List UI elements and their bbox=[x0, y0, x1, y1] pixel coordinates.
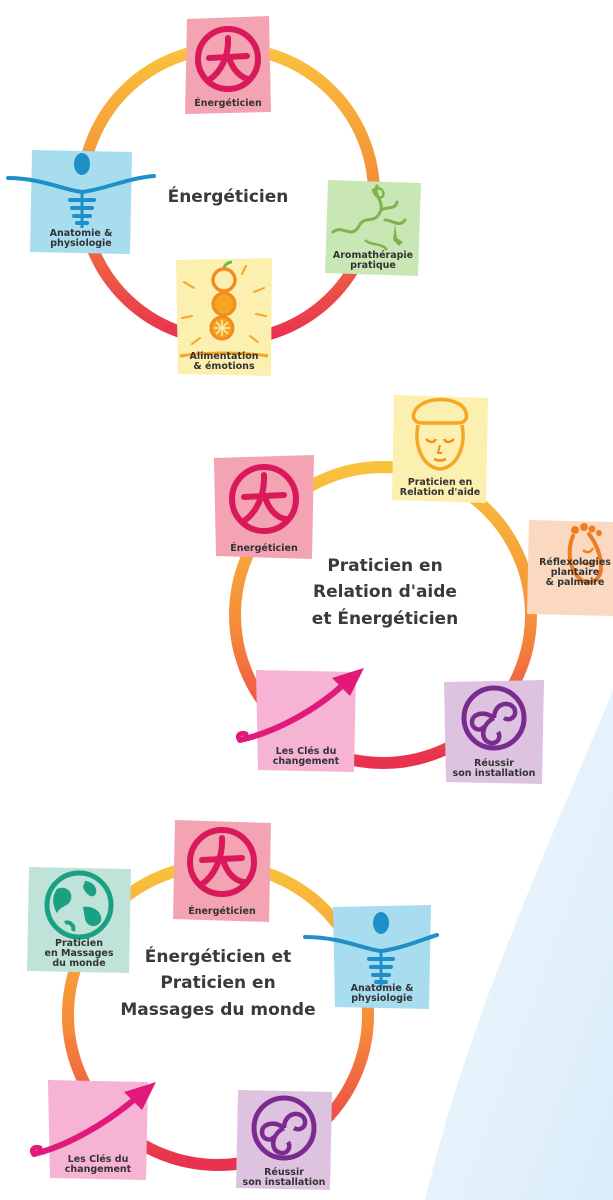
cycle-title-line: Massages du monde bbox=[120, 999, 316, 1020]
module-label: Les Clés du changement bbox=[64, 1154, 132, 1176]
module-reussir-installation: Réussir son installation bbox=[444, 680, 544, 784]
module-anatomie: Anatomie & physiologie bbox=[303, 905, 439, 1009]
module-label: Énergéticien bbox=[230, 543, 298, 555]
cycle-title-line: Relation d'aide bbox=[313, 582, 457, 603]
module-relation-aide: Praticien en Relation d'aide bbox=[392, 395, 488, 503]
cycle-title-line: Énergéticien bbox=[167, 187, 289, 207]
module-label: Praticien en Relation d'aide bbox=[399, 477, 481, 499]
cycle-title-line: Praticien en bbox=[327, 556, 443, 576]
relaxed-face-icon bbox=[411, 397, 469, 471]
diagram-relation-aide-energeticien: Praticien en Relation d'aide et Énergéti… bbox=[0, 375, 613, 785]
module-label: Aromathérapie pratique bbox=[332, 250, 414, 272]
module-label: Alimentation & émotions bbox=[189, 351, 259, 373]
module-label: Réflexologies plantaire & palmaire bbox=[539, 557, 611, 589]
module-reussir-installation: Réussir son installation bbox=[236, 1090, 332, 1190]
da-character-icon bbox=[229, 464, 299, 534]
module-reflexologies: Réflexologies plantaire & palmaire bbox=[527, 520, 613, 616]
module-label: Énergéticien bbox=[188, 906, 256, 918]
cycle-title: Énergéticien et Praticien en Massages du… bbox=[108, 944, 328, 1023]
module-massages-du-monde: Praticien en Massages du monde bbox=[27, 867, 131, 973]
module-label: Les Clés du changement bbox=[272, 746, 340, 768]
module-label: Anatomie & physiologie bbox=[49, 228, 113, 250]
module-label: Réussir son installation bbox=[242, 1167, 326, 1189]
swoosh-arrow-icon bbox=[29, 1082, 156, 1157]
module-cles-changement: Les Clés du changement bbox=[29, 1080, 156, 1180]
triskelion-icon bbox=[461, 685, 527, 751]
module-cles-changement: Les Clés du changement bbox=[235, 668, 364, 772]
module-energeticien: Énergéticien bbox=[173, 820, 271, 922]
cycle-ring bbox=[229, 461, 537, 769]
cycle-title: Praticien en Relation d'aide et Énergéti… bbox=[290, 553, 480, 632]
module-label: Réussir son installation bbox=[452, 758, 536, 780]
module-label: Anatomie & physiologie bbox=[350, 983, 414, 1005]
module-energeticien: Énergéticien bbox=[185, 16, 271, 114]
module-alimentation: Alimentation & émotions bbox=[176, 258, 272, 376]
da-character-icon bbox=[195, 26, 261, 92]
apple-stack-icon bbox=[179, 260, 269, 358]
module-aromatherapie: Aromathérapie pratique bbox=[325, 180, 421, 276]
module-label: Praticien en Massages du monde bbox=[44, 938, 114, 970]
body-spine-icon bbox=[303, 912, 439, 987]
foot-reflexology-icon bbox=[567, 523, 604, 585]
cycle-title-line: Praticien en bbox=[160, 973, 276, 994]
cycle-title-line: et Énergéticien bbox=[311, 608, 459, 629]
cycle-title: Énergéticien bbox=[128, 184, 328, 210]
aromatherapy-plant-icon bbox=[331, 184, 407, 251]
body-spine-icon bbox=[6, 153, 156, 228]
module-anatomie: Anatomie & physiologie bbox=[6, 150, 156, 254]
da-character-icon bbox=[187, 827, 257, 897]
module-energeticien: Énergéticien bbox=[214, 455, 314, 559]
globe-icon bbox=[44, 870, 114, 940]
diagram-energeticien-massages: Énergéticien et Praticien en Massages du… bbox=[0, 790, 613, 1200]
module-label: Énergéticien bbox=[194, 98, 262, 110]
cycle-title-line: Énergéticien et bbox=[144, 947, 292, 967]
triskelion-icon bbox=[251, 1095, 317, 1161]
diagram-energeticien: Énergéticien Énergéticien Aromathérapie … bbox=[0, 0, 613, 380]
swoosh-arrow-icon bbox=[235, 668, 364, 743]
